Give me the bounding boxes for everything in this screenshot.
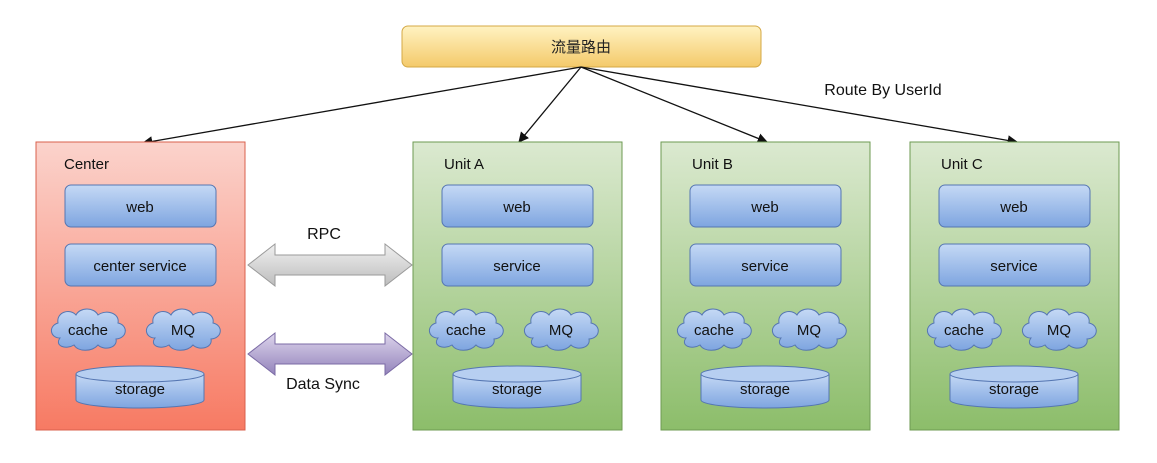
unit-b-storage: storage — [700, 365, 830, 409]
unit-a-service: service — [441, 243, 594, 287]
unit-b-cache-label: cache — [694, 322, 734, 339]
unit-c-container: Unit C web service cache MQ storage — [909, 141, 1120, 431]
unit-a-cache-label: cache — [446, 322, 486, 339]
traffic-router: 流量路由 — [401, 25, 762, 68]
unit-a-web: web — [441, 184, 594, 228]
unit-c-storage: storage — [949, 365, 1079, 409]
unit-a-mq-label: MQ — [549, 322, 573, 339]
center-service: center service — [64, 243, 217, 287]
center-cache: cache — [50, 308, 126, 351]
unit-b-service: service — [689, 243, 842, 287]
unit-a-mq: MQ — [523, 308, 599, 351]
center-web: web — [64, 184, 217, 228]
unit-c-web-label: web — [999, 199, 1028, 216]
unit-a-web-label: web — [502, 199, 531, 216]
route-arrows — [141, 66, 1019, 147]
center-container: Center web center service cache MQ stora… — [35, 141, 246, 431]
rpc-arrow: RPC — [247, 226, 413, 288]
rpc-label: RPC — [307, 226, 341, 243]
unit-c-title: Unit C — [941, 156, 983, 173]
unit-a-cache: cache — [428, 308, 504, 351]
unit-b-title: Unit B — [692, 156, 733, 173]
center-web-label: web — [125, 199, 154, 216]
unit-b-mq-label: MQ — [797, 322, 821, 339]
unit-b-web: web — [689, 184, 842, 228]
unit-b-web-label: web — [750, 199, 779, 216]
route-arrow-center — [141, 66, 582, 147]
route-by-userid-label: Route By UserId — [824, 82, 941, 99]
center-mq: MQ — [145, 308, 221, 351]
route-arrow-unit-a — [518, 66, 582, 143]
unit-b-mq: MQ — [771, 308, 847, 351]
unit-c-service-label: service — [990, 258, 1038, 275]
center-storage: storage — [75, 365, 205, 409]
center-title: Center — [64, 156, 109, 173]
unit-c-web: web — [938, 184, 1091, 228]
router-label: 流量路由 — [551, 38, 611, 56]
unit-c-cache: cache — [926, 308, 1002, 351]
unit-a-service-label: service — [493, 258, 541, 275]
unit-a-container: Unit A web service cache MQ storage — [412, 141, 623, 431]
unit-c-cache-label: cache — [944, 322, 984, 339]
data-sync-label: Data Sync — [286, 376, 360, 393]
unit-b-cache: cache — [676, 308, 752, 351]
unit-b-service-label: service — [741, 258, 789, 275]
center-service-label: center service — [93, 258, 186, 275]
unit-a-title: Unit A — [444, 156, 484, 173]
center-cache-label: cache — [68, 322, 108, 339]
unit-c-mq-label: MQ — [1047, 322, 1071, 339]
route-arrow-unit-c — [580, 66, 1019, 146]
unit-a-storage: storage — [452, 365, 582, 409]
center-mq-label: MQ — [171, 322, 195, 339]
center-storage-label: storage — [115, 381, 165, 398]
unit-c-mq: MQ — [1021, 308, 1097, 351]
unit-b-storage-label: storage — [740, 381, 790, 398]
unit-c-service: service — [938, 243, 1091, 287]
unit-c-storage-label: storage — [989, 381, 1039, 398]
route-arrow-unit-b — [580, 66, 768, 144]
data-sync-arrow: Data Sync — [247, 331, 413, 393]
unit-b-container: Unit B web service cache MQ storage — [660, 141, 871, 431]
unit-a-storage-label: storage — [492, 381, 542, 398]
